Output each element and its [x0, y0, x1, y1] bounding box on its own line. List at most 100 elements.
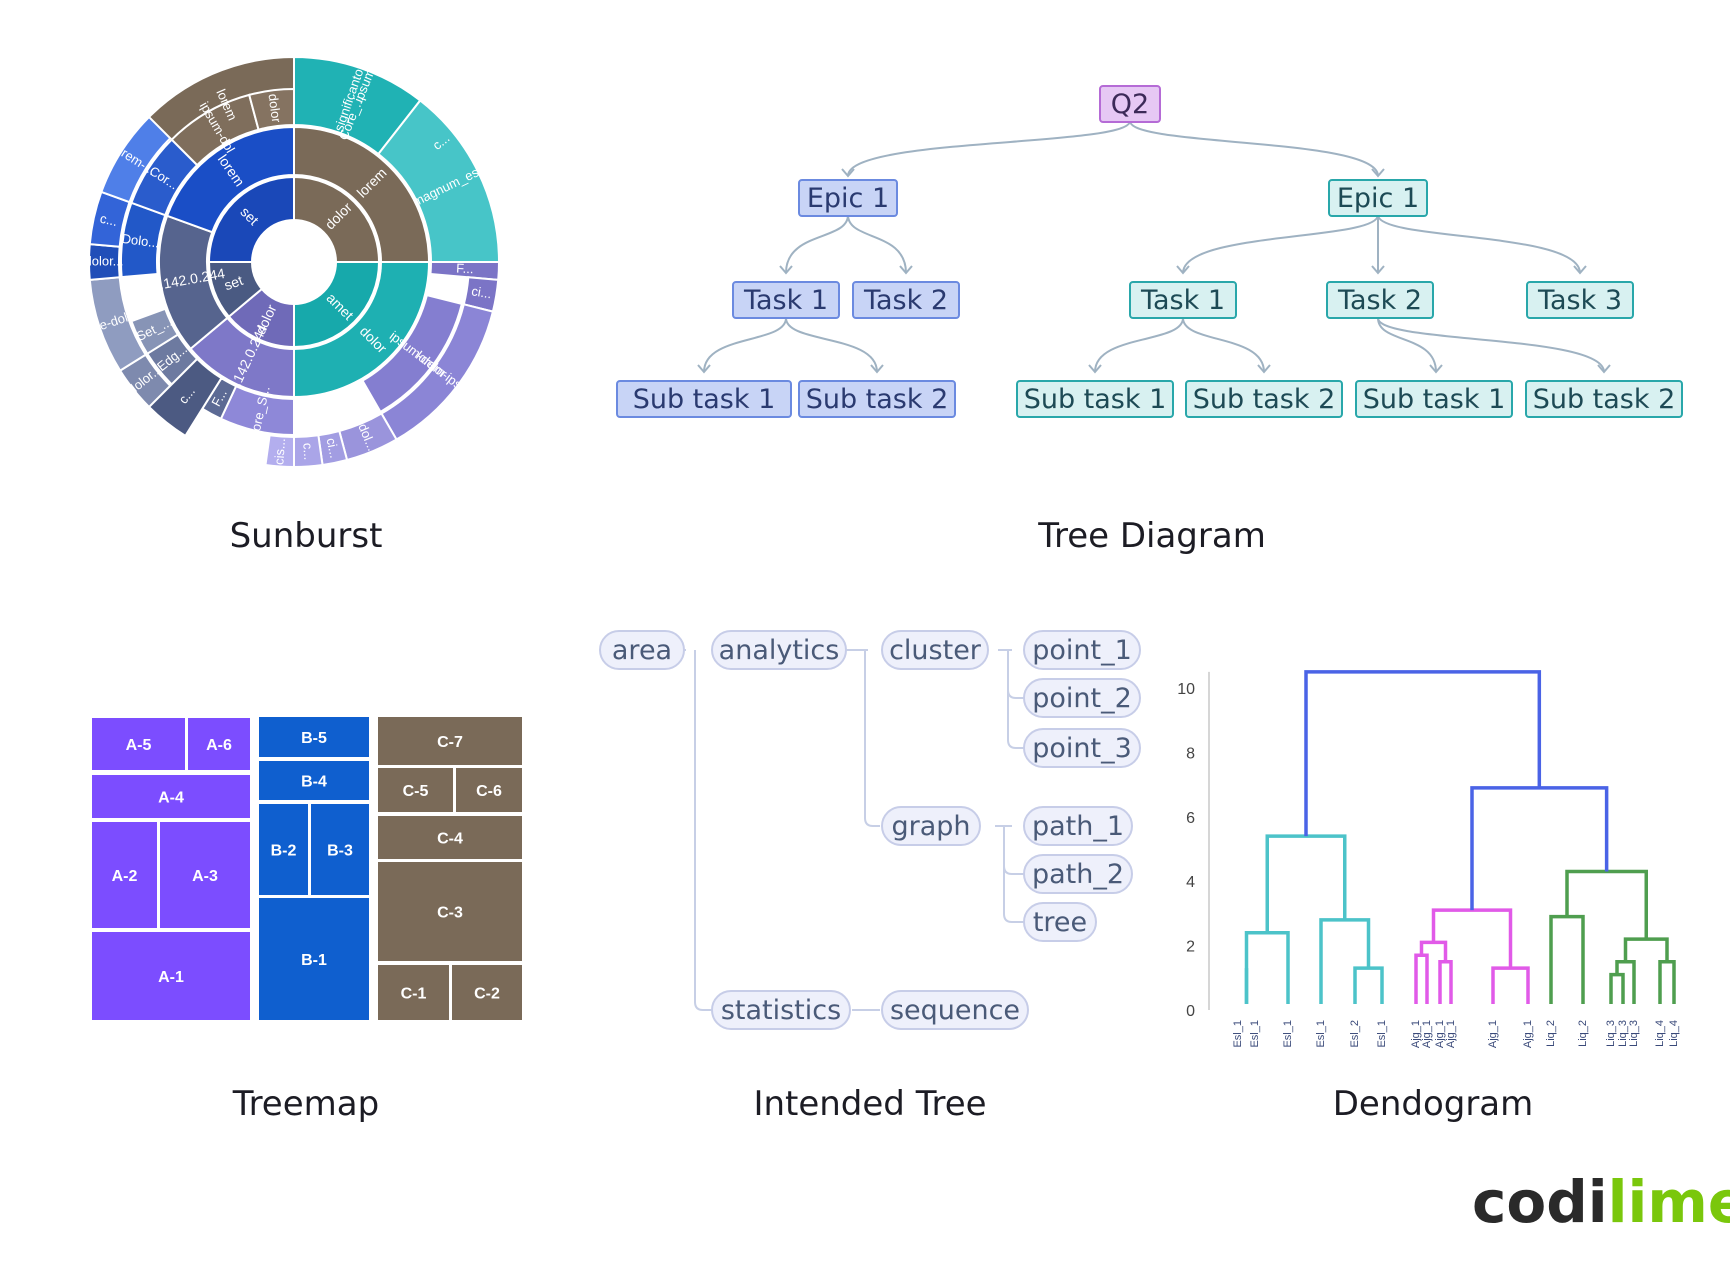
- indent-node-label: sequence: [890, 995, 1020, 1026]
- treemap-cell-label: C-5: [403, 783, 429, 800]
- indent-node-label: point_1: [1032, 635, 1132, 666]
- tree-subtask-node-label: Sub task 2: [1193, 384, 1336, 415]
- connector-arrowhead: [1176, 265, 1190, 275]
- sunburst-outer-segment: [130, 307, 180, 356]
- indent-node: [1023, 630, 1141, 670]
- treemap-cell-label: A-4: [158, 790, 184, 807]
- treemap-cell: [259, 804, 308, 895]
- tree-subtask-node: [798, 380, 956, 418]
- connector-arrowhead: [1429, 364, 1443, 374]
- tree-subtask-node-label: Sub task 2: [1533, 384, 1676, 415]
- treemap-cell-label: C-2: [474, 986, 500, 1003]
- connector-arrowhead: [870, 364, 884, 374]
- treemap-cell: [92, 932, 250, 1020]
- dendrogram-leaf-label: Ajg_1: [1410, 1020, 1422, 1048]
- dendrogram-leaf-label: Esl_1: [1315, 1020, 1327, 1048]
- indent-node-label: path_2: [1032, 859, 1124, 890]
- indent-connector: [1003, 826, 1024, 923]
- tree-task-node: [1326, 281, 1434, 319]
- connector-arrowhead: [1573, 265, 1587, 275]
- sunburst-outer-label: F...: [456, 261, 474, 277]
- logo-part-lime: lime: [1608, 1168, 1730, 1236]
- dendrogram-leaf-label: Liq_2: [1577, 1020, 1589, 1047]
- indent-node: [881, 990, 1029, 1030]
- connector-arrowhead: [779, 265, 793, 275]
- caption-tree-diagram: Tree Diagram: [1037, 516, 1266, 556]
- treemap-cell: [92, 775, 250, 818]
- tree-epic-node-label: Epic 1: [1337, 183, 1419, 214]
- logo-part-codi: codi: [1472, 1168, 1608, 1236]
- indent-node: [881, 806, 981, 846]
- indent-node: [1023, 854, 1133, 894]
- sunburst-outer-label: cis...: [271, 438, 288, 466]
- treemap-cell-label: B-5: [301, 730, 327, 747]
- connector-arrowhead: [697, 364, 711, 374]
- connector-arrowhead: [1371, 168, 1385, 178]
- indent-node: [1023, 728, 1141, 768]
- tree-root-label: Q2: [1111, 89, 1149, 120]
- indent-node: [1023, 902, 1097, 942]
- connector-arrowhead: [1257, 364, 1271, 374]
- connector-arrowhead: [1597, 364, 1611, 374]
- tree-epic-node: [1328, 179, 1428, 217]
- caption-treemap: Treemap: [232, 1084, 379, 1124]
- sunburst-inner-segment: [293, 175, 381, 263]
- tree-root-node: [1099, 85, 1161, 123]
- tree-task-node-label: Task 2: [863, 285, 948, 316]
- dendrogram-link: [1623, 937, 1669, 962]
- dendrogram-leaf-label: Esl_1: [1232, 1020, 1244, 1048]
- tree-connector: [1182, 214, 1379, 274]
- indent-node-label: path_1: [1032, 811, 1124, 842]
- indent-node-label: graph: [891, 811, 970, 842]
- tree-epic-node: [798, 179, 898, 217]
- treemap-cell-label: A-2: [112, 868, 138, 885]
- tree-connector: [1377, 317, 1605, 373]
- codilime-logo: codilime: [1472, 1168, 1730, 1236]
- caption-indented-tree: Intended Tree: [753, 1084, 986, 1124]
- dendrogram-y-tick-label: 6: [1186, 810, 1195, 827]
- indent-connector: [864, 650, 880, 827]
- sunburst-outer-label: dolor...: [84, 253, 123, 268]
- treemap-cell-label: B-4: [301, 774, 327, 791]
- caption-sunburst: Sunburst: [230, 516, 383, 556]
- tree-subtask-node: [1016, 380, 1174, 418]
- treemap-cell: [92, 718, 185, 770]
- indent-connector: [694, 650, 712, 1011]
- sunburst-inner-segment: [207, 175, 295, 263]
- indent-node: [711, 990, 851, 1030]
- dendrogram-link: [1244, 930, 1290, 1004]
- sunburst-chart: dolorametdolorsetsetloremdolor10.142.0.2…: [80, 55, 501, 469]
- dendrogram-link: [1615, 959, 1636, 1004]
- dendrogram-link: [1491, 966, 1530, 1004]
- tree-subtask-node: [1355, 380, 1513, 418]
- dendrogram-leaf-label: Ajg_1: [1522, 1020, 1534, 1048]
- dendrogram-leaf-label: Ajg_1: [1487, 1020, 1499, 1048]
- treemap-cell-label: A-3: [192, 868, 218, 885]
- dendrogram-link: [1319, 918, 1371, 1004]
- indent-node-label: point_3: [1032, 733, 1132, 764]
- treemap-cell: [188, 718, 250, 770]
- dendrogram-leaf-label: Ajg_1: [1434, 1020, 1446, 1048]
- tree-subtask-node-label: Sub task 1: [1024, 384, 1167, 415]
- sunburst-outer-label: F...: [208, 387, 229, 409]
- dendrogram-y-tick-label: 8: [1186, 745, 1195, 762]
- sunburst-inner-label: set: [222, 272, 245, 293]
- treemap-cell: [259, 898, 369, 1020]
- indent-connector: [1003, 865, 1024, 875]
- connector-arrowhead: [1371, 265, 1385, 275]
- treemap-cell-label: B-3: [327, 843, 353, 860]
- sunburst-outer-segment: [361, 293, 464, 414]
- dendrogram-y-tick-label: 2: [1186, 939, 1195, 956]
- dendrogram-y-tick-label: 4: [1186, 874, 1195, 891]
- dendrogram-link: [1353, 966, 1384, 1004]
- treemap-cell-label: B-1: [301, 952, 327, 969]
- indent-node-label: point_2: [1032, 683, 1132, 714]
- tree-subtask-node: [1525, 380, 1683, 418]
- treemap-cell: [259, 761, 369, 800]
- tree-connector: [1129, 120, 1379, 177]
- indent-connector: [1007, 689, 1024, 699]
- treemap-cell-label: B-2: [271, 843, 297, 860]
